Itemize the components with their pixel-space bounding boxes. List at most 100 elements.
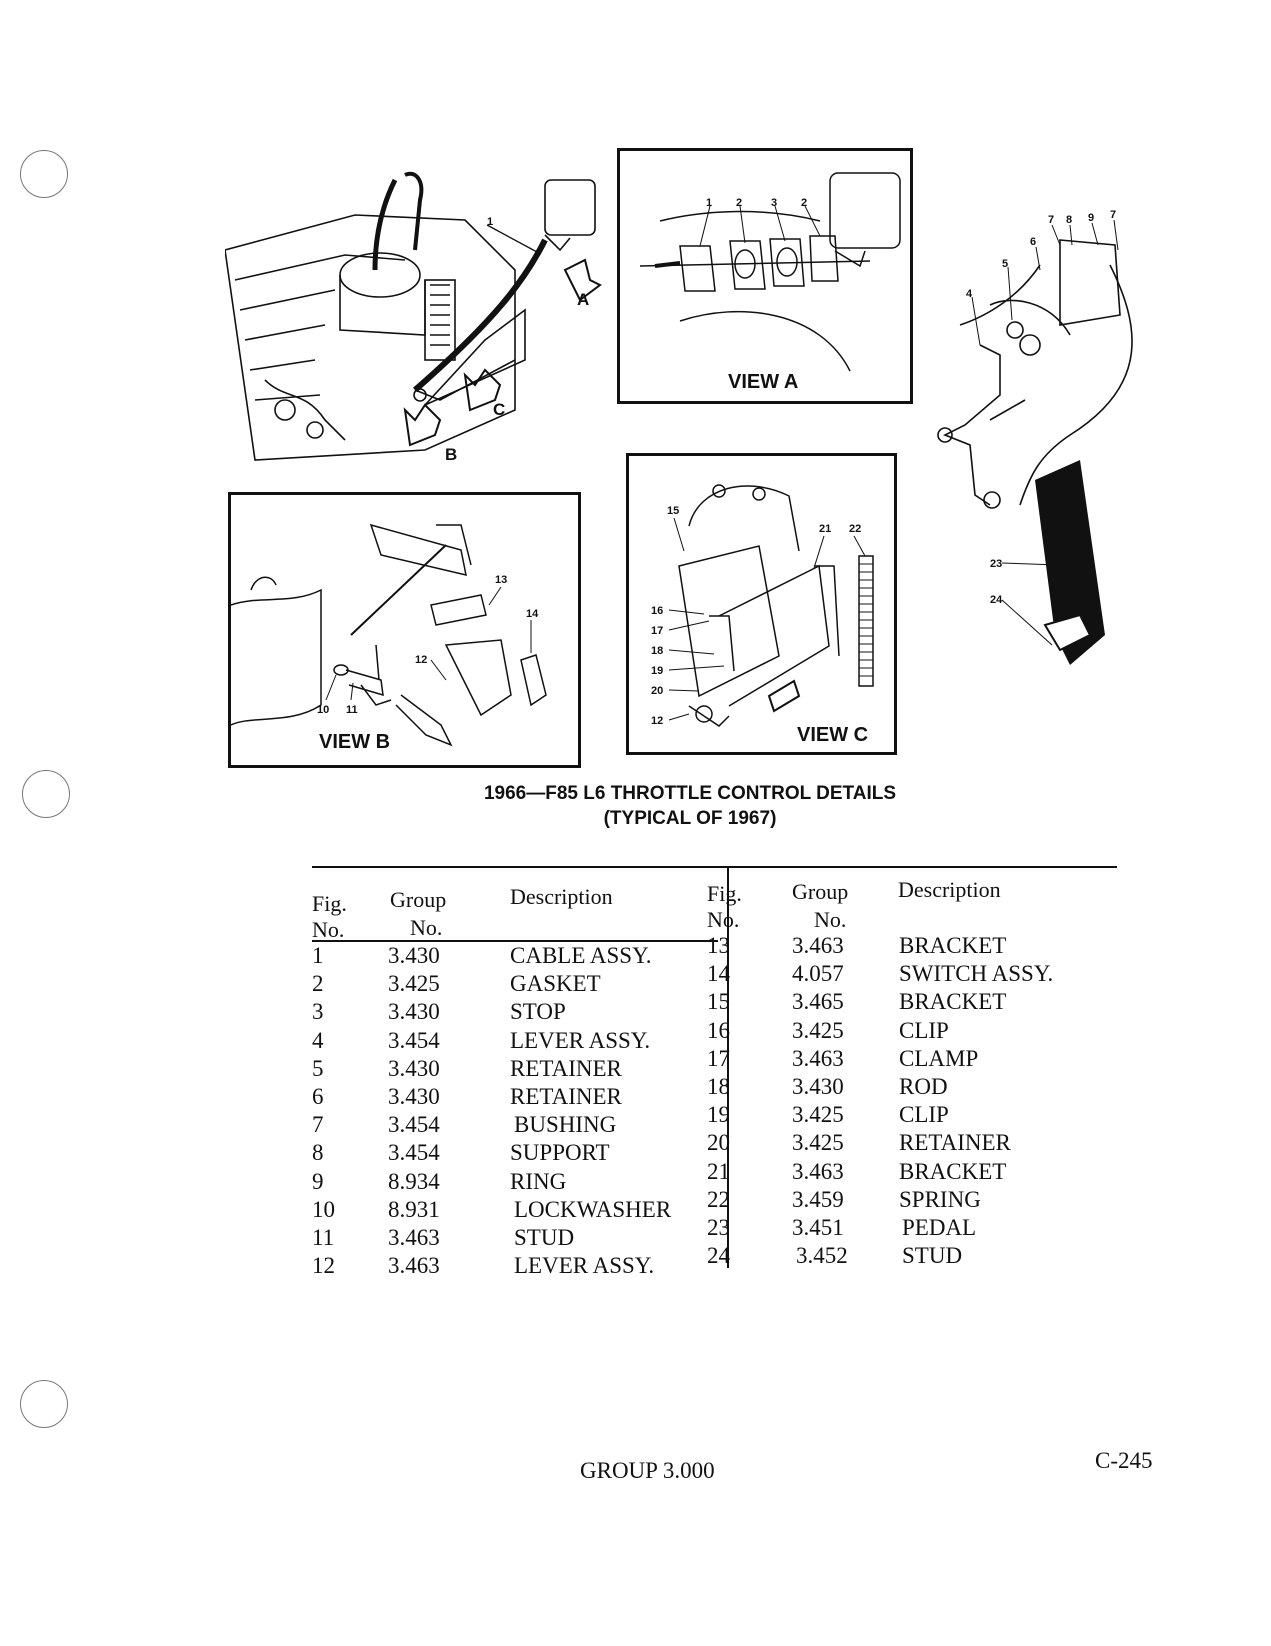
group-no: 3.465: [792, 989, 844, 1015]
description: SUPPORT: [510, 1140, 610, 1166]
group-no: 3.463: [792, 933, 844, 958]
right-header-group-top: Group: [792, 879, 849, 904]
view-a-drawing: 1 2 3 2: [639, 172, 901, 372]
pedal-callout-7: 7: [1048, 214, 1054, 226]
fig-no: 19: [707, 1102, 730, 1128]
table-column-divider: [727, 868, 729, 1268]
group-no: 3.454: [388, 1027, 440, 1053]
engine-illustration: 1 A B C: [225, 160, 605, 470]
fig-no: 15: [707, 989, 730, 1015]
view-c-callout-22: 22: [849, 523, 861, 535]
view-b-panel: 13 14 12 10 11 VIEW B: [228, 492, 581, 768]
description: BUSHING: [514, 1112, 617, 1138]
fig-no: 24: [707, 1243, 730, 1269]
view-c-callout-17: 17: [651, 625, 663, 637]
pedal-callout-8: 8: [1066, 214, 1072, 226]
table-header-rule: [312, 940, 718, 942]
view-b-callout-10: 10: [317, 704, 329, 716]
caption-subtitle: (TYPICAL OF 1967): [603, 808, 777, 829]
description: LEVER ASSY.: [514, 1253, 655, 1279]
callout-c: C: [493, 400, 505, 419]
group-no: 3.451: [792, 1214, 844, 1240]
pedal-callout-24: 24: [990, 594, 1003, 606]
caption-title: 1966—F85 L6 THROTTLE CONTROL DETAILS: [483, 783, 897, 804]
fig-no: 20: [707, 1130, 730, 1156]
pedal-drawing: 7 8 9 7 6 5 4 23 24: [937, 209, 1133, 665]
left-header-fig-top: Fig.: [312, 891, 347, 916]
parts-table: Fig. No. Group No. Description Fig. No. …: [312, 868, 1117, 1278]
view-b-drawing: 13 14 12 10 11: [231, 523, 547, 747]
fig-no: 2: [312, 971, 324, 997]
description: CABLE ASSY.: [510, 943, 652, 968]
right-header-group-bottom: No.: [814, 907, 847, 932]
right-header-fig-bottom: No.: [707, 907, 740, 932]
description: RETAINER: [510, 1083, 622, 1109]
pedal-callout-5: 5: [1002, 258, 1008, 270]
fig-no: 3: [312, 999, 324, 1025]
figure-caption: 1966—F85 L6 THROTTLE CONTROL DETAILS (TY…: [440, 783, 940, 830]
description: GASKET: [510, 971, 601, 997]
description: BRACKET: [899, 933, 1007, 958]
description: BRACKET: [899, 1158, 1007, 1184]
binder-hole-middle: [22, 770, 70, 818]
callout-b: B: [445, 445, 457, 464]
description: LEVER ASSY.: [510, 1027, 651, 1053]
view-c-panel: 15 21 22 16 17 18 19 20 12 VIEW C: [626, 453, 897, 755]
group-no: 3.459: [792, 1186, 844, 1212]
description: SPRING: [899, 1186, 981, 1212]
description: RETAINER: [899, 1130, 1011, 1156]
description: RING: [510, 1168, 567, 1194]
fig-no: 23: [707, 1214, 730, 1240]
group-no: 3.425: [388, 971, 440, 997]
group-no: 4.057: [792, 961, 844, 987]
pedal-illustration: 7 8 9 7 6 5 4 23 24: [930, 205, 1160, 670]
callout-1: 1: [487, 216, 493, 228]
fig-no: 12: [312, 1253, 335, 1279]
footer-group: GROUP 3.000: [580, 1458, 715, 1483]
group-no: 3.430: [388, 1055, 440, 1081]
description: STUD: [514, 1224, 575, 1250]
view-c-callout-18: 18: [651, 645, 663, 657]
view-c-callout-16: 16: [651, 605, 663, 617]
left-header-description: Description: [510, 884, 613, 909]
group-no: 3.463: [792, 1158, 844, 1184]
pedal-callout-23: 23: [990, 558, 1002, 570]
description: STOP: [510, 999, 566, 1025]
view-b-label: VIEW B: [319, 731, 391, 753]
binder-hole-bottom: [20, 1380, 68, 1428]
view-c-drawing: 15 21 22 16 17 18 19 20 12: [651, 484, 874, 727]
fig-no: 11: [312, 1224, 335, 1250]
view-a-panel: 1 2 3 2 VIEW A: [617, 148, 913, 404]
group-no: 3.430: [388, 943, 440, 968]
group-no: 3.454: [388, 1112, 440, 1138]
description: BRACKET: [899, 989, 1007, 1015]
fig-no: 6: [312, 1083, 324, 1109]
description: STUD: [902, 1243, 963, 1269]
group-no: 3.425: [792, 1017, 844, 1043]
fig-no: 1: [312, 943, 324, 968]
group-no: 3.430: [792, 1073, 844, 1099]
description: CLIP: [899, 1017, 949, 1043]
group-no: 3.425: [792, 1130, 844, 1156]
pedal-callout-4: 4: [966, 288, 973, 300]
view-c-label: VIEW C: [797, 724, 869, 746]
fig-no: 16: [707, 1017, 730, 1043]
description: LOCKWASHER: [514, 1196, 672, 1222]
fig-no: 7: [312, 1112, 324, 1138]
group-no: 3.425: [792, 1102, 844, 1128]
description: SWITCH ASSY.: [899, 961, 1054, 987]
table-top-rule: [312, 866, 1117, 868]
left-header-group-bottom: No.: [410, 915, 443, 940]
binder-hole-top: [20, 150, 68, 198]
fig-no: 22: [707, 1186, 730, 1212]
description: PEDAL: [902, 1214, 977, 1240]
view-c-callout-15: 15: [667, 505, 679, 517]
view-c-callout-21: 21: [819, 523, 831, 535]
group-no: 3.430: [388, 999, 440, 1025]
group-no: 3.454: [388, 1140, 440, 1166]
fig-no: 14: [707, 961, 730, 987]
right-header-description: Description: [898, 877, 1001, 902]
left-header-fig-bottom: No.: [312, 917, 345, 942]
view-c-callout-19: 19: [651, 665, 663, 677]
view-c-callout-12: 12: [651, 715, 663, 727]
